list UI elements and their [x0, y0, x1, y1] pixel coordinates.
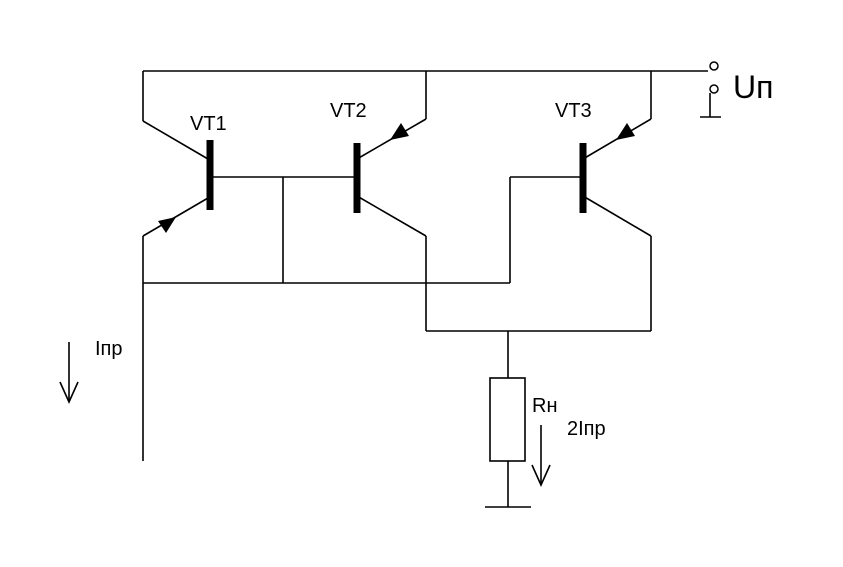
supply-terminal-bottom	[709, 84, 719, 94]
vt1-collector	[142, 120, 209, 160]
load-resistor	[489, 377, 526, 462]
vt3-collector	[582, 195, 652, 237]
vt2-label: VT2	[330, 100, 367, 122]
vt3-label: VT3	[555, 100, 592, 122]
vt2-collector	[356, 195, 427, 237]
output-current-label: 2Iпр	[567, 418, 606, 440]
load-label: Rн	[532, 395, 558, 417]
supply-voltage-label: Uп	[733, 69, 773, 105]
vt1-emitter-arrow	[158, 217, 176, 233]
vt3-emitter-arrow	[616, 123, 635, 140]
output-current-arrowhead	[531, 464, 551, 487]
supply-terminal-top	[709, 61, 719, 71]
vt1-emitter	[142, 197, 209, 237]
vt1-label: VT1	[190, 113, 227, 135]
input-current-label: Iпр	[95, 338, 123, 360]
input-current-arrowhead	[59, 381, 79, 404]
vt2-emitter-arrow	[390, 123, 409, 140]
